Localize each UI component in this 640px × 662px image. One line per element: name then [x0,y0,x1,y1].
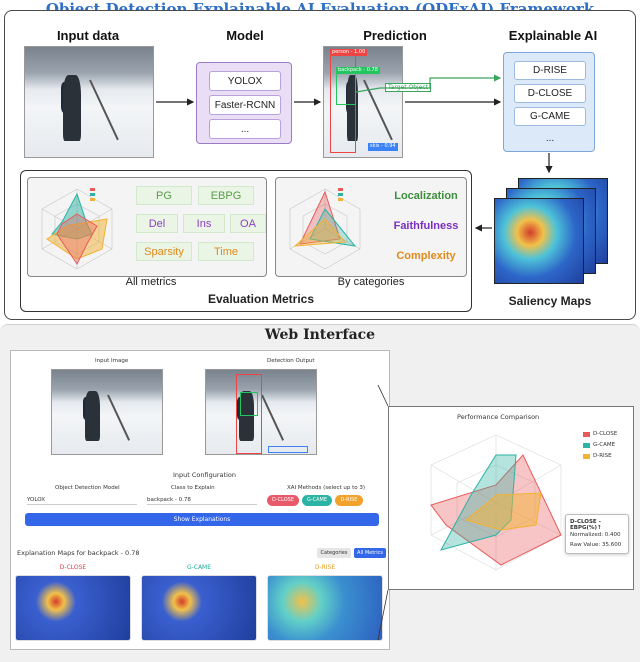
backpack-tag: backpack - 0.78 [336,67,380,74]
legend-swatch-d-close [583,432,590,437]
performance-comparison-panel: Performance Comparison D-CLOSE G-CAME D-… [388,406,634,590]
xai-item-g-came: G-CAME [514,107,586,126]
web-person-bbox [236,374,262,454]
input-image-label: Input Image [95,358,129,364]
explainable-ai-heading: Explainable AI [508,28,598,43]
method-pill-g-came[interactable]: G-CAME [302,495,332,506]
prediction-image: person - 1.00 backpack - 0.78 skis - 0.9… [323,46,403,158]
web-skis-bbox [268,446,308,453]
xai-item-d-rise: D-RISE [514,61,586,80]
legend-swatch-d-rise [583,454,590,459]
tooltip-raw: Raw Value: 35.600 [570,542,622,548]
xai-field-label: XAI Methods (select up to 3) [287,485,366,491]
arrow-target-object [355,74,502,93]
map-g-came [141,575,257,641]
saliency-card-front [494,198,584,284]
evaluation-metrics-box: PG EBPG Del Ins OA Sparsity Time Localiz… [20,170,472,312]
person-tag: person - 1.00 [330,49,368,56]
web-input-image [51,369,163,455]
explanation-maps-title: Explanation Maps for backpack - 0.78 [17,549,140,557]
map-label-g-came: G-CAME [186,564,212,571]
web-backpack-bbox [240,392,258,416]
map-d-close [15,575,131,641]
legend-swatch-g-came [583,443,590,448]
model-heading: Model [226,28,264,43]
class-field-label: Class to Explain [171,485,215,491]
metric-time: Time [198,242,254,261]
show-explanations-button[interactable]: Show Explanations [25,513,379,526]
evaluation-metrics-title: Evaluation Metrics [207,292,315,306]
web-detection-image [205,369,317,455]
web-interface-title: Web Interface [264,327,376,343]
legend-d-rise: D-RISE [593,453,612,459]
metric-oa: OA [230,214,266,233]
model-item-faster-rcnn: Faster-RCNN [209,95,281,115]
by-categories-panel: Localization Faithfulness Complexity [275,177,467,277]
model-select[interactable]: YOLOX [27,496,137,505]
method-pill-d-close[interactable]: D-CLOSE [267,495,299,506]
saliency-maps-label: Saliency Maps [508,294,592,308]
input-data-heading: Input data [56,28,120,43]
all-metrics-radar [41,188,113,270]
model-box: YOLOX Faster-RCNN ... [196,62,292,144]
category-complexity: Complexity [396,250,456,262]
input-config-label: Input Configuration [173,471,236,479]
performance-title: Performance Comparison [457,413,540,421]
prediction-heading: Prediction [363,28,427,43]
all-metrics-panel: PG EBPG Del Ins OA Sparsity Time [27,177,267,277]
xai-item-d-close: D-CLOSE [514,84,586,103]
xai-item-more: ... [545,133,555,144]
tab-categories[interactable]: Categories [317,548,351,558]
input-image [24,46,154,158]
legend-g-came: G-CAME [593,442,616,448]
metric-ins: Ins [183,214,225,233]
radar-tooltip: D-CLOSE - EBPG(%)↑ Normalized: 0.400 Raw… [565,514,629,554]
map-d-rise [267,575,383,641]
tooltip-normalized: Normalized: 0.400 [570,532,621,538]
categories-radar [289,188,361,270]
method-pill-d-rise[interactable]: D-RISE [335,495,363,506]
model-field-label: Object Detection Model [55,485,120,491]
map-label-d-rise: D-RISE [314,564,336,571]
tooltip-title: D-CLOSE - EBPG(%)↑ [570,519,602,531]
tab-all-metrics[interactable]: All Metrics [354,548,386,558]
metric-sparsity: Sparsity [136,242,192,261]
model-item-yolox: YOLOX [209,71,281,91]
pipeline-arrows [156,74,553,232]
category-localization: Localization [394,190,458,202]
web-app-window: Input Image Detection Output Input Confi… [10,350,390,650]
metric-ebpg: EBPG [198,186,254,205]
performance-radar [430,434,562,571]
model-item-more: ... [209,119,281,139]
class-select[interactable]: backpack - 0.78 [147,496,257,505]
xai-methods-box: D-RISE D-CLOSE G-CAME ... [503,52,595,152]
category-faithfulness: Faithfulness [393,220,459,232]
metric-pg: PG [136,186,192,205]
detection-output-label: Detection Output [267,358,315,364]
skis-tag: skis - 0.94 [368,143,398,150]
by-categories-caption: By categories [337,276,405,288]
legend-d-close: D-CLOSE [593,431,618,437]
all-metrics-caption: All metrics [125,276,177,288]
metric-del: Del [136,214,178,233]
map-label-d-close: D-CLOSE [59,564,87,571]
